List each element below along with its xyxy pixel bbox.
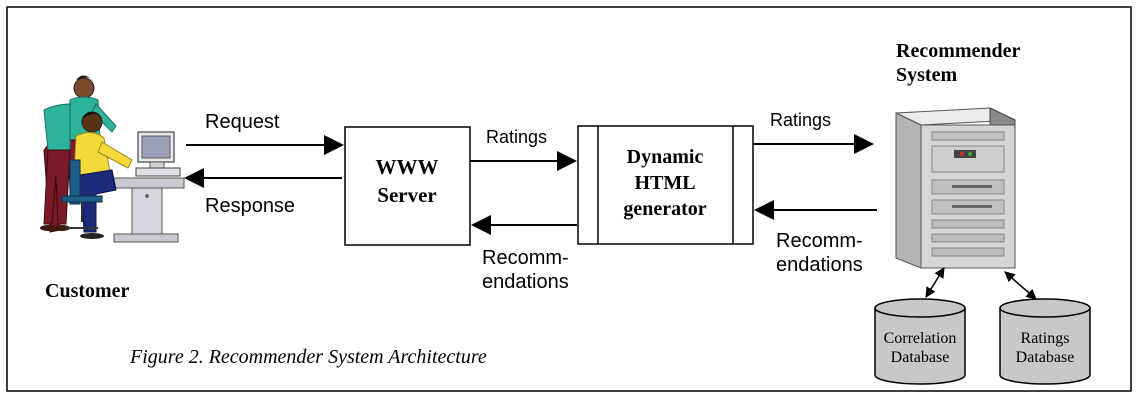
correlation-database: Correlation Database xyxy=(874,298,966,385)
customer-label: Customer xyxy=(45,280,130,302)
server-tower-icon xyxy=(895,107,1016,269)
www-server-label-line1: WWW xyxy=(376,155,439,179)
html-generator-label-line1: Dynamic xyxy=(627,146,704,168)
recommendations-from-recommender-label-line1: Recomm- xyxy=(776,230,863,252)
correlation-database-label-line1: Correlation xyxy=(884,330,957,347)
ratings-to-recommender-label: Ratings xyxy=(770,110,831,130)
recommendations-from-recommender-label-line2: endations xyxy=(776,254,863,276)
ratings-db-link xyxy=(1004,271,1037,300)
customer-clipart xyxy=(40,75,185,243)
response-label: Response xyxy=(205,195,295,217)
recommender-system-label-line1: Recommender xyxy=(896,40,1021,62)
figure-caption: Figure 2. Recommender System Architectur… xyxy=(129,346,487,368)
www-server-label-line2: Server xyxy=(377,183,436,207)
ratings-database-label-line2: Database xyxy=(1016,349,1075,366)
ratings-database-label-line1: Ratings xyxy=(1021,330,1070,347)
recommendations-from-generator-label-line2: endations xyxy=(482,271,569,293)
html-generator-box xyxy=(577,125,754,245)
html-generator-label-line3: generator xyxy=(623,198,706,220)
ratings-to-generator-label: Ratings xyxy=(486,127,547,147)
correlation-database-label-line2: Database xyxy=(891,349,950,366)
ratings-database: Ratings Database xyxy=(999,298,1091,385)
request-label: Request xyxy=(205,111,280,133)
www-server-box xyxy=(344,126,471,246)
correlation-db-link xyxy=(925,267,945,298)
html-generator-label-line2: HTML xyxy=(634,172,695,194)
recommender-system-label-line2: System xyxy=(896,64,957,86)
recommendations-from-generator-label-line1: Recomm- xyxy=(482,247,569,269)
